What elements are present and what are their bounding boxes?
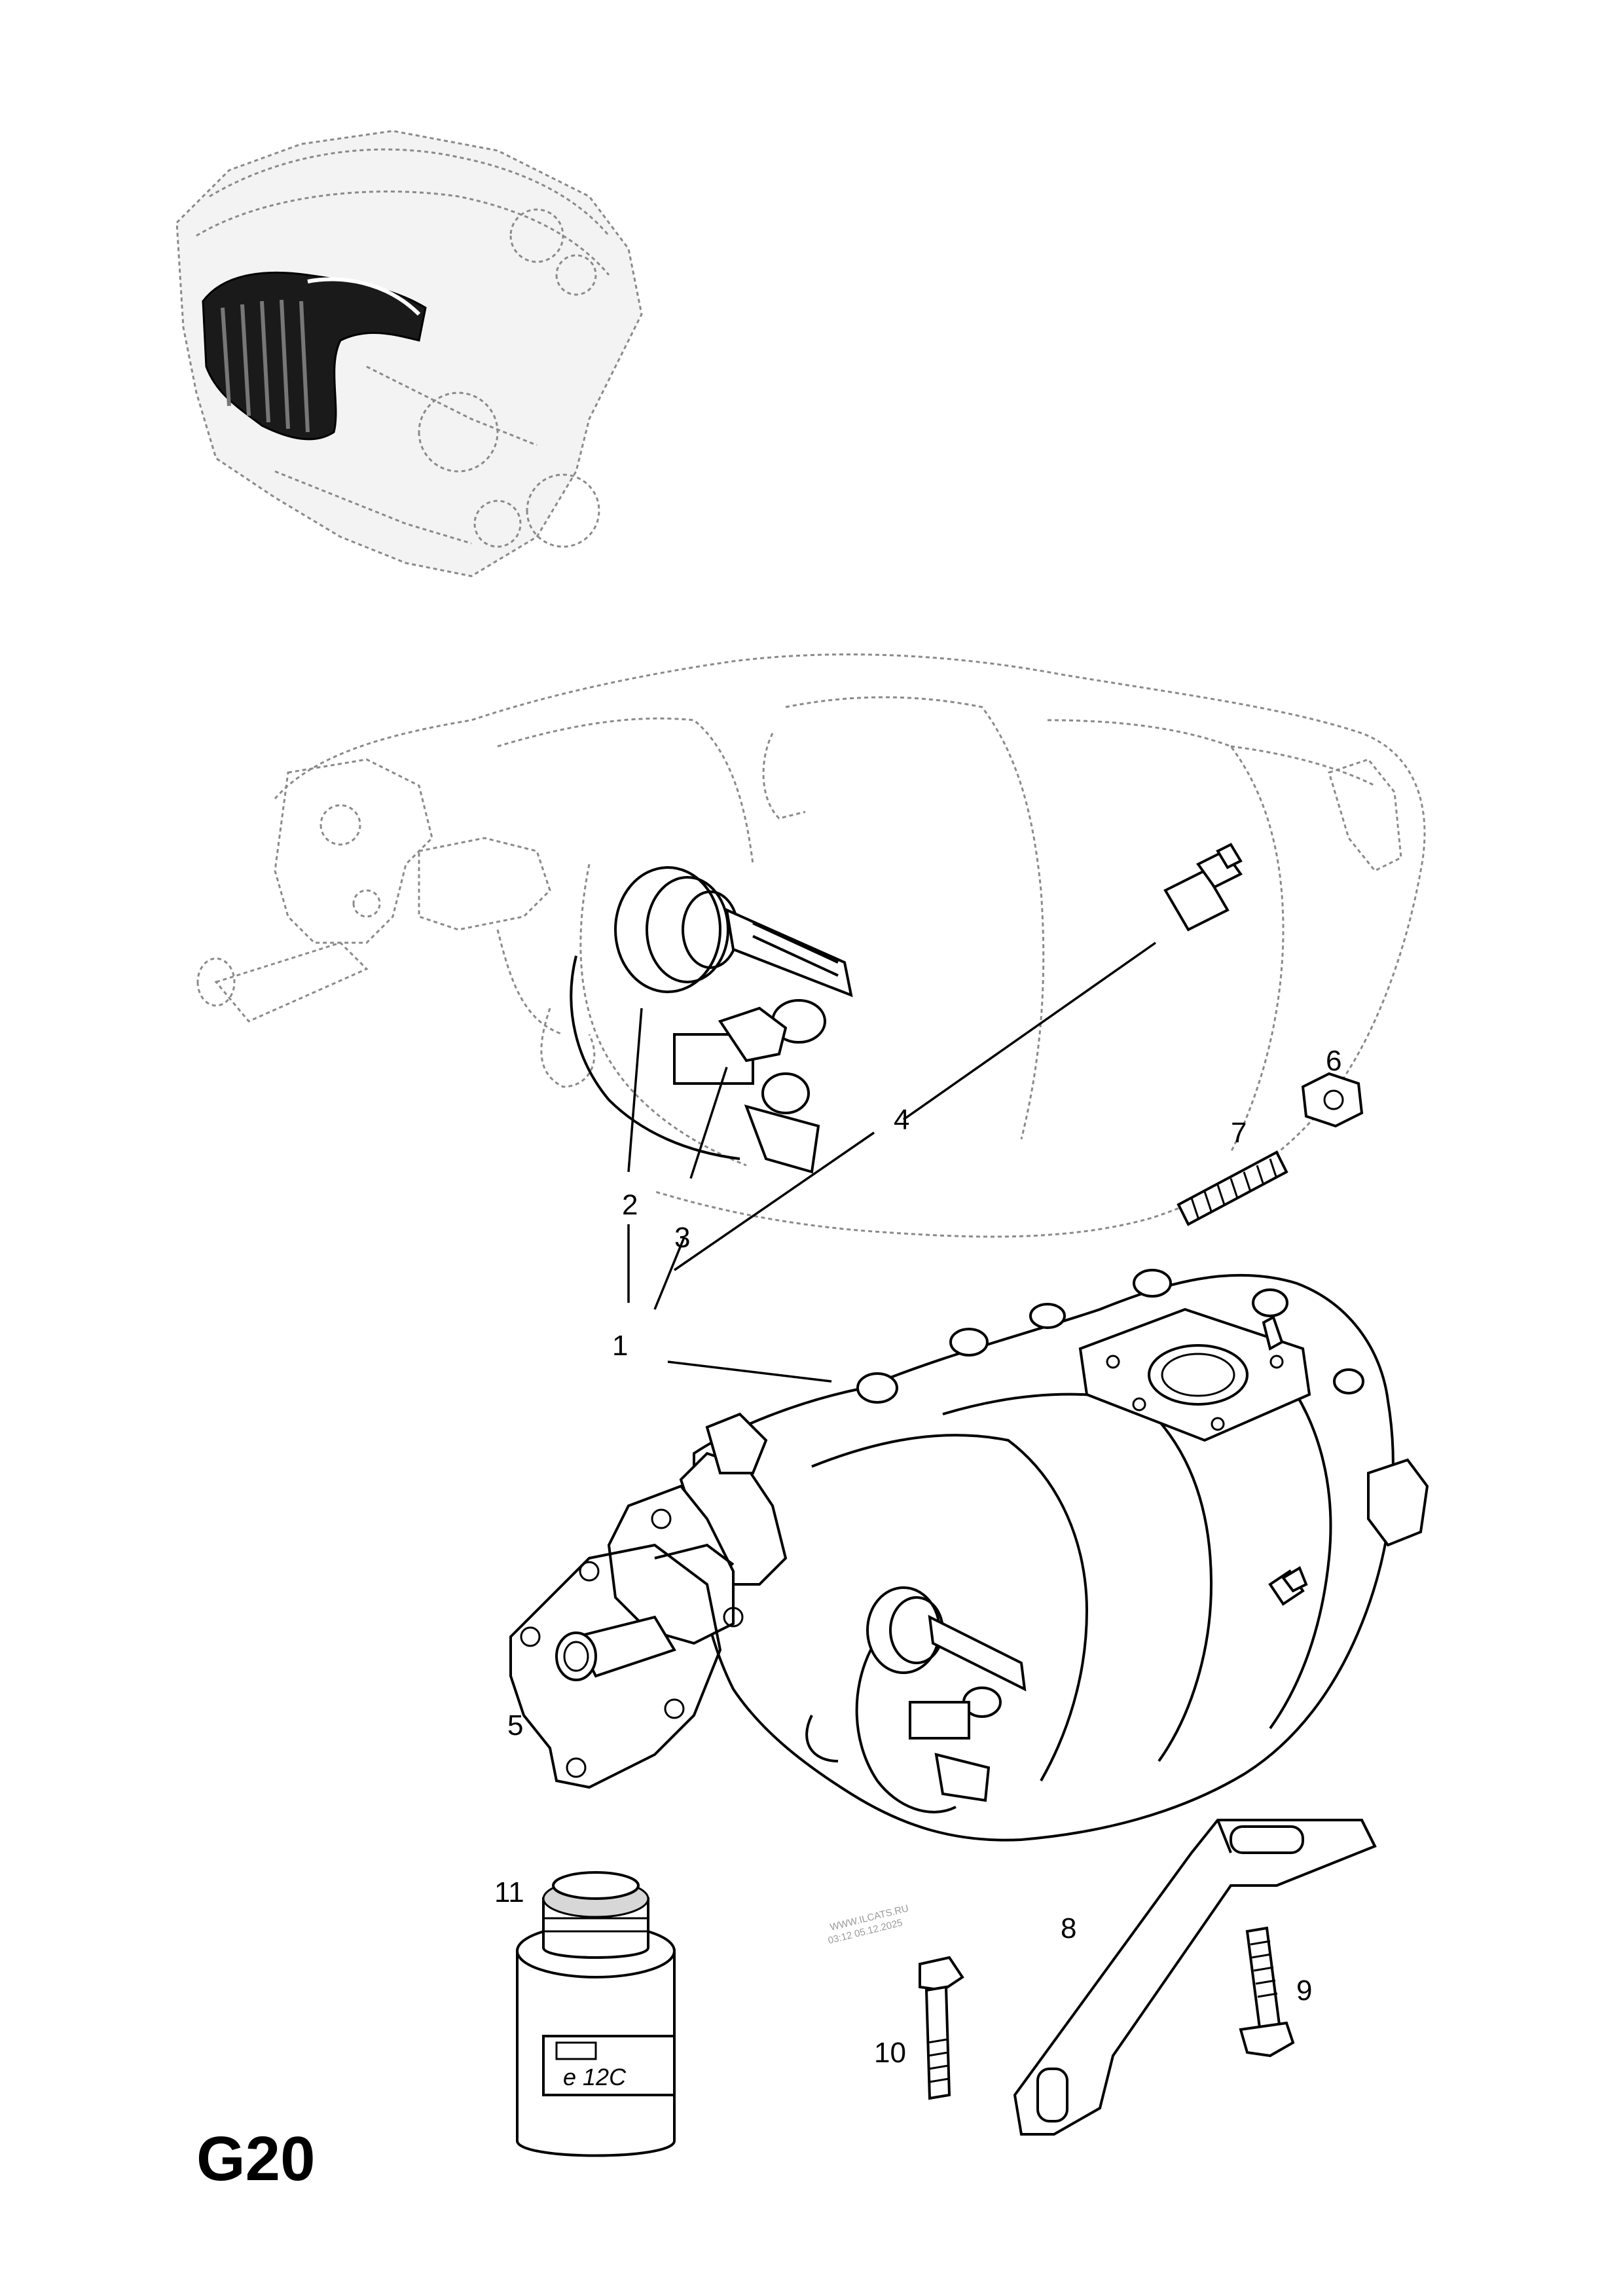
stud-part-4-exploded: [1163, 843, 1243, 932]
callout-labels: 1 2 3 4 5 6 7 8 9 10 11: [494, 1045, 1341, 2069]
callout-4: 4: [894, 1104, 909, 1136]
bolt-part-9: [1239, 1926, 1295, 2058]
bracket-part-8: [1013, 1819, 1377, 2136]
stud-part-7: [1176, 1150, 1288, 1226]
watermark: WWW.ILCATS.RU 03:12 05.12.2025: [827, 1903, 910, 1946]
ghost-manifold-exploded-view: [196, 653, 1426, 1238]
highlighted-manifold-thumbnail: [202, 271, 427, 441]
callout-10: 10: [874, 2037, 906, 2069]
nut-part-6: [1301, 1072, 1364, 1128]
sealant-can-part-11: e 12C: [516, 1871, 676, 2157]
gasket-part-5: [509, 1543, 722, 1789]
leader-lines: [627, 941, 1157, 1383]
can-label-text: e 12C: [563, 2064, 627, 2090]
vacuum-actuator-exploded: [570, 866, 853, 1174]
intake-manifold-part-1: [555, 1269, 1429, 1842]
callout-1: 1: [612, 1330, 628, 1362]
callout-11: 11: [494, 1876, 524, 1908]
page-code: G20: [196, 2124, 315, 2194]
callout-7: 7: [1231, 1117, 1247, 1149]
bolt-part-10: [919, 1956, 964, 2100]
callout-8: 8: [1061, 1912, 1076, 1944]
engine-locator-thumbnail: [175, 130, 643, 577]
callout-6: 6: [1326, 1045, 1341, 1077]
callout-2: 2: [622, 1189, 638, 1221]
callout-9: 9: [1296, 1975, 1312, 2007]
callout-3: 3: [674, 1222, 690, 1254]
callout-5: 5: [507, 1709, 523, 1741]
